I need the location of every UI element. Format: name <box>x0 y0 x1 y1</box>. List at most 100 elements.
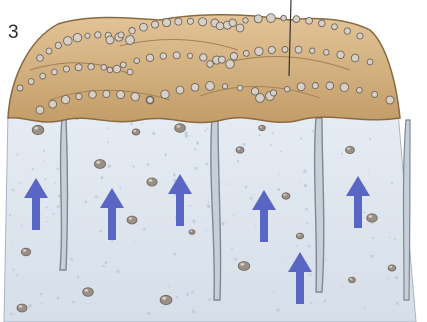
soil-pebble <box>36 106 44 114</box>
pebble-highlight <box>350 278 352 280</box>
pebble <box>17 304 27 312</box>
ice-speckle <box>205 163 208 166</box>
ice-speckle <box>32 168 34 170</box>
soil-pebble <box>85 33 90 38</box>
ice-speckle <box>273 291 275 293</box>
ice-speckle <box>130 123 133 126</box>
pebble-highlight <box>240 263 244 266</box>
ice-speckle <box>9 214 11 216</box>
ice-speckle <box>245 186 248 189</box>
soil-pebble <box>386 96 394 104</box>
soil-pebble <box>134 58 140 64</box>
ice-speckle <box>95 195 98 198</box>
soil-pebble <box>147 97 154 104</box>
ice-speckle <box>282 259 283 260</box>
soil-pebble <box>95 32 101 38</box>
ice-speckle <box>70 258 73 261</box>
soil-pebble <box>63 66 69 72</box>
pebble <box>175 124 186 133</box>
ice-speckle <box>57 205 60 208</box>
ice-speckle <box>277 188 280 191</box>
ice-speckle <box>364 307 366 309</box>
soil-pebble <box>101 65 107 71</box>
pebble <box>238 262 249 271</box>
ice-speckle <box>119 188 121 190</box>
ice-speckle <box>53 213 55 215</box>
soil-pebble <box>295 46 302 53</box>
ice-speckle <box>234 258 237 261</box>
soil-pebble <box>326 82 334 90</box>
soil-pebble <box>367 59 373 65</box>
pebble <box>147 178 157 186</box>
ice-speckle <box>194 148 196 150</box>
ice-speckle <box>40 293 43 296</box>
ice-speckle <box>368 170 369 171</box>
ice-speckle <box>208 298 211 301</box>
ice-speckle <box>312 130 314 132</box>
soil-pebble <box>357 33 363 39</box>
soil-pebble <box>256 94 265 103</box>
soil-pebble <box>372 91 378 97</box>
ice-speckle <box>304 184 307 187</box>
ice-speckle <box>19 182 21 184</box>
pebble <box>236 147 244 153</box>
ice-speckle <box>259 134 261 136</box>
ice-speckle <box>173 173 176 176</box>
soil-pebble <box>88 63 94 69</box>
ice-speckle <box>371 255 374 258</box>
ice-speckle <box>44 159 46 161</box>
ice-speckle <box>357 248 358 249</box>
ice-speckle <box>196 141 199 144</box>
soil-pebble <box>161 90 169 98</box>
ice-speckle <box>299 181 300 182</box>
ice-speckle <box>250 197 253 200</box>
ice-speckle <box>168 286 169 287</box>
pebble <box>132 129 140 135</box>
ice-speckle <box>300 138 302 140</box>
soil-pebble <box>237 85 243 91</box>
ice-speckle <box>12 189 15 192</box>
soil-pebble <box>103 90 110 97</box>
soil-pebble <box>340 83 349 92</box>
soil-pebble <box>310 48 315 53</box>
ice-speckle <box>206 230 207 231</box>
soil-pebble <box>243 18 248 23</box>
soil-pebble <box>37 55 44 62</box>
soil-pebble <box>117 91 125 99</box>
soil-pebble <box>163 19 171 27</box>
ice-speckle <box>147 163 150 166</box>
pebble-highlight <box>162 297 166 300</box>
soil-pebble <box>55 42 61 48</box>
pebble <box>21 248 30 256</box>
ice-speckle <box>99 195 100 196</box>
soil-pebble <box>61 95 69 103</box>
soil-pebble <box>173 52 180 59</box>
soil-pebble <box>285 86 290 91</box>
ice-speckle <box>194 290 195 291</box>
soil-pebble <box>293 16 300 23</box>
ice-speckle <box>176 296 179 299</box>
soil-pebble <box>268 46 275 53</box>
pebble-highlight <box>237 148 240 150</box>
arrow-shaft <box>32 196 40 230</box>
ice-speckle <box>277 309 280 312</box>
soil-pebble <box>207 61 214 68</box>
ice-speckle <box>389 236 391 238</box>
ice-speckle <box>272 132 274 134</box>
ice-speckle <box>204 130 206 132</box>
pebble <box>160 295 172 304</box>
ice-speckle <box>221 222 224 225</box>
ice-speckle <box>12 268 14 270</box>
pebble <box>189 230 195 235</box>
pebble-highlight <box>190 230 192 232</box>
soil-pebble <box>151 21 158 28</box>
ice-speckle <box>45 221 47 223</box>
ice-speckle <box>233 215 235 217</box>
ice-speckle <box>107 127 109 129</box>
soil-pebble <box>113 65 121 73</box>
ice-speckle <box>46 206 48 208</box>
pebble-highlight <box>347 148 350 150</box>
ice-speckle <box>396 302 399 305</box>
ice-speckle <box>305 208 308 211</box>
soil-pebble <box>199 18 207 26</box>
